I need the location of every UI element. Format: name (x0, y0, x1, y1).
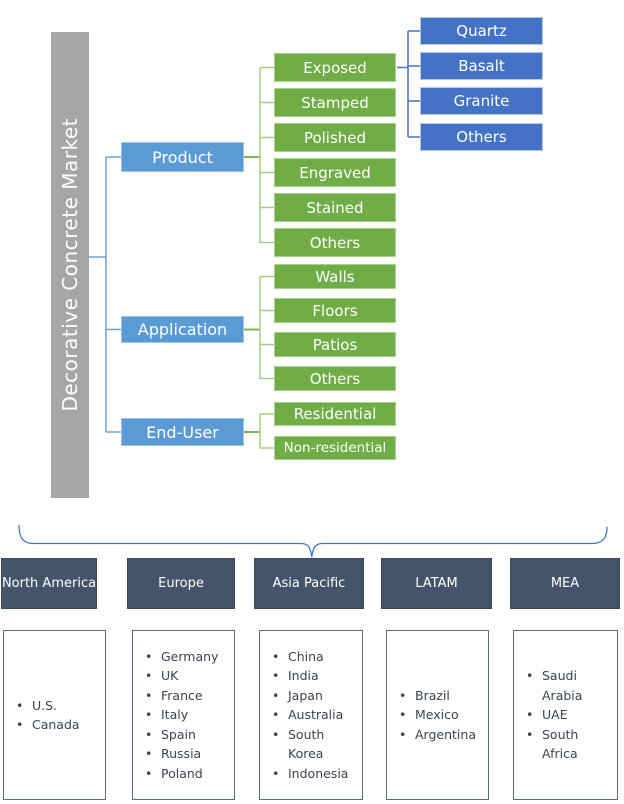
list-item: India (260, 666, 362, 686)
node-engraved: Engraved (274, 158, 396, 187)
branch-end-user-label: End-User (146, 422, 219, 442)
country-list: U.S. Canada (4, 631, 105, 799)
region-header-europe-label: Europe (158, 576, 204, 591)
root-node: Decorative Concrete Market (51, 32, 89, 498)
list-item: France (133, 686, 234, 706)
node-polished-label: Polished (303, 128, 367, 147)
list-item: Brazil (387, 686, 488, 706)
list-item: Spain (133, 725, 234, 745)
node-basalt: Basalt (420, 52, 543, 80)
node-patios: Patios (274, 332, 396, 357)
node-non-residential: Non-residential (274, 436, 396, 460)
region-header-mea-label: MEA (550, 576, 580, 591)
regions-bracket (18, 524, 608, 558)
country-list-mea: Saudi Arabia UAE South Africa (513, 630, 618, 800)
node-granite: Granite (420, 87, 543, 115)
product-subtree-lines (259, 66, 274, 449)
region-header-north-america-label: North America (1, 576, 97, 591)
list-item: Saudi Arabia (514, 666, 617, 705)
list-item: UK (133, 666, 234, 686)
node-residential: Residential (274, 402, 396, 426)
market-title: Decorative Concrete Market (58, 118, 82, 412)
node-residential-label: Residential (293, 405, 377, 423)
list-item: Poland (133, 764, 234, 784)
node-product-others: Others (274, 228, 396, 257)
list-item: Australia (260, 705, 362, 725)
list-item: Japan (260, 686, 362, 706)
list-item: Italy (133, 705, 234, 725)
region-header-asia-pacific: Asia Pacific (254, 558, 364, 609)
node-quartz-label: Quartz (456, 22, 507, 40)
region-header-latam-label: LATAM (415, 576, 458, 591)
node-exposed-others-label: Others (456, 128, 507, 146)
list-item: South Africa (514, 725, 617, 764)
node-walls: Walls (274, 264, 396, 289)
list-item: South Korea (260, 725, 362, 764)
node-stamped-label: Stamped (301, 93, 369, 112)
country-list: Germany UK France Italy Spain Russia Pol… (133, 631, 234, 799)
node-quartz: Quartz (420, 17, 543, 45)
region-header-mea: MEA (510, 558, 620, 609)
region-header-asia-pacific-label: Asia Pacific (272, 576, 346, 591)
list-item: UAE (514, 705, 617, 725)
branch-product: Product (121, 142, 244, 172)
node-floors: Floors (274, 298, 396, 323)
node-granite-label: Granite (453, 92, 510, 110)
country-list-asia-pacific: China India Japan Australia South Korea … (259, 630, 363, 800)
branch-application: Application (121, 316, 244, 343)
branch-exit-lines (244, 156, 260, 433)
branch-product-label: Product (152, 147, 213, 167)
node-floors-label: Floors (312, 301, 358, 320)
country-list: China India Japan Australia South Korea … (260, 631, 362, 799)
country-list-north-america: U.S. Canada (3, 630, 106, 800)
list-item: Germany (133, 647, 234, 667)
node-exposed-label: Exposed (303, 58, 367, 77)
node-basalt-label: Basalt (458, 57, 505, 75)
exposed-subtree-lines (397, 30, 420, 138)
country-list: Saudi Arabia UAE South Africa (514, 631, 617, 799)
node-application-others-label: Others (309, 369, 361, 388)
node-stained: Stained (274, 193, 396, 222)
list-item: China (260, 647, 362, 667)
region-header-europe: Europe (127, 558, 235, 609)
list-item: Mexico (387, 705, 488, 725)
node-stamped: Stamped (274, 88, 396, 117)
list-item: Canada (4, 715, 105, 735)
branch-application-label: Application (137, 320, 228, 339)
list-item: Russia (133, 744, 234, 764)
node-polished: Polished (274, 123, 396, 152)
region-header-north-america: North America (1, 558, 97, 609)
node-patios-label: Patios (312, 335, 358, 354)
list-item: Argentina (387, 725, 488, 745)
node-exposed-others: Others (420, 123, 543, 151)
node-walls-label: Walls (315, 267, 355, 286)
country-list-europe: Germany UK France Italy Spain Russia Pol… (132, 630, 235, 800)
main-tree-lines (89, 156, 121, 433)
list-item: Indonesia (260, 764, 362, 784)
node-product-others-label: Others (309, 233, 361, 252)
region-header-latam: LATAM (381, 558, 492, 609)
country-list-latam: Brazil Mexico Argentina (386, 630, 489, 800)
node-non-residential-label: Non-residential (283, 440, 387, 456)
node-exposed: Exposed (274, 53, 396, 82)
branch-end-user: End-User (121, 418, 244, 446)
country-list: Brazil Mexico Argentina (387, 631, 488, 799)
node-application-others: Others (274, 366, 396, 391)
list-item: U.S. (4, 696, 105, 716)
node-stained-label: Stained (306, 198, 364, 217)
node-engraved-label: Engraved (299, 163, 371, 182)
